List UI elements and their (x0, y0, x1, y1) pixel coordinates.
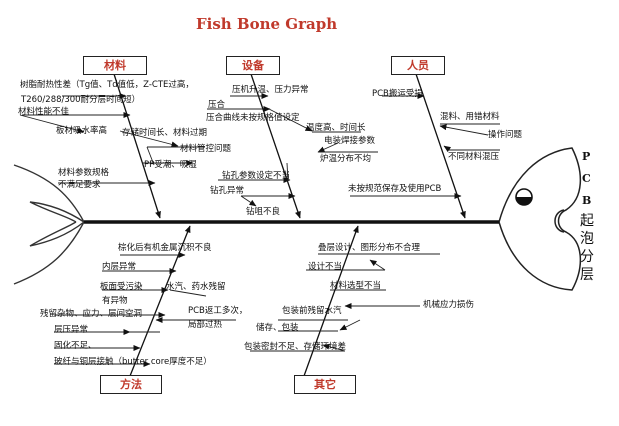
cause-spec-mismatch: 材料参数规格 (58, 168, 110, 178)
effect-char-2: 泡 (580, 231, 594, 247)
fish-eye (515, 188, 533, 206)
effect-letter-b: B (582, 194, 592, 207)
cause-resin-heat: 树脂耐热性差（Tg值、Td值低，Z-CTE过高， (20, 80, 194, 90)
cause-storage-pack: 储存、包装 (256, 323, 299, 333)
cause-temp-time: 温度高、时间长 (306, 123, 366, 133)
cause-oven-uneven: 炉温分布不均 (320, 154, 372, 164)
cause-water-absorption: 板材吸水率高 (56, 126, 108, 136)
cause-inner-abnormal: 内层异常 (102, 262, 137, 272)
cause-curing: 固化不足、 (54, 341, 97, 351)
cause-material-select: 材料选型不当 (330, 281, 382, 291)
cause-resin-heat-2: T260/288/300耐分层时间短） (21, 95, 141, 105)
effect-char-1: 起 (580, 213, 594, 229)
cause-layer-abnormal: 层压异常 (54, 325, 89, 335)
cause-local-overheat: 局部过热 (188, 320, 223, 330)
cause-drill-abnormal: 钻孔异常 (210, 186, 245, 196)
category-other: 其它 (294, 375, 356, 394)
cause-stack-design: 叠层设计、图形分布不合理 (318, 243, 421, 253)
category-materials: 材料 (83, 56, 147, 75)
fish-tail (13, 164, 85, 285)
cause-wrong-press: 不同材料混压 (448, 152, 500, 162)
cause-improper-storage: 未按规范保存及使用PCB (348, 184, 442, 194)
cause-material-property: 材料性能不佳 (18, 107, 70, 117)
cause-operation: 操作问题 (488, 130, 523, 140)
bone-method (129, 225, 191, 377)
sub-bones (19, 93, 500, 367)
cause-pp-damp: PP受潮、吸湿 (144, 160, 197, 170)
cause-brown-oxide: 棕化后有机金属沉积不良 (118, 243, 212, 253)
effect-char-3: 分 (580, 249, 594, 265)
cause-package-moisture: 包装前残留水汽 (282, 306, 342, 316)
category-equipment: 设备 (226, 56, 280, 75)
cause-material-control: 材料管控问题 (180, 144, 232, 154)
cause-solder-param: 电装焊接参数 (324, 136, 376, 146)
cause-press-curve: 压合曲线未按规格值设定 (206, 113, 300, 123)
cause-mech-stress: 机械应力损伤 (423, 300, 475, 310)
effect-letter-c: C (582, 172, 591, 185)
cause-glass-copper: 玻纤与铜层接触（butter core厚度不足） (54, 357, 212, 367)
cause-wrong-material: 混料、用错材料 (440, 112, 500, 122)
cause-board-contam: 板面受污染 (100, 282, 143, 292)
cause-moisture: 水汽、药水残留 (166, 282, 226, 292)
cause-spec-mismatch-2: 不满足要求 (58, 180, 101, 190)
cause-drill-bad: 钻咀不良 (246, 207, 281, 217)
cause-pcb-handling: PCB搬运受损 (372, 89, 423, 99)
cause-storage-expired: 存储时间长、材料过期 (122, 128, 208, 138)
cause-press: 压合 (208, 100, 226, 110)
category-people: 人员 (391, 56, 445, 75)
cause-residue: 残留杂物、应力、层间空洞 (40, 309, 143, 319)
cause-press-temp: 压机升温、压力异常 (232, 85, 309, 95)
cause-drill-param: 钻孔参数设定不当 (222, 171, 291, 181)
cause-design-improper: 设计不当 (308, 262, 343, 272)
cause-foreign-matter: 有异物 (102, 296, 128, 306)
category-method: 方法 (100, 375, 162, 394)
page-title: Fish Bone Graph (196, 15, 338, 33)
effect-letter-p: P (582, 150, 591, 163)
cause-pcb-rework: PCB返工多次， (188, 306, 248, 316)
effect-char-4: 层 (580, 267, 594, 283)
fish-head (498, 147, 582, 291)
cause-pack-seal: 包装密封不足、存储环境差 (244, 342, 347, 352)
